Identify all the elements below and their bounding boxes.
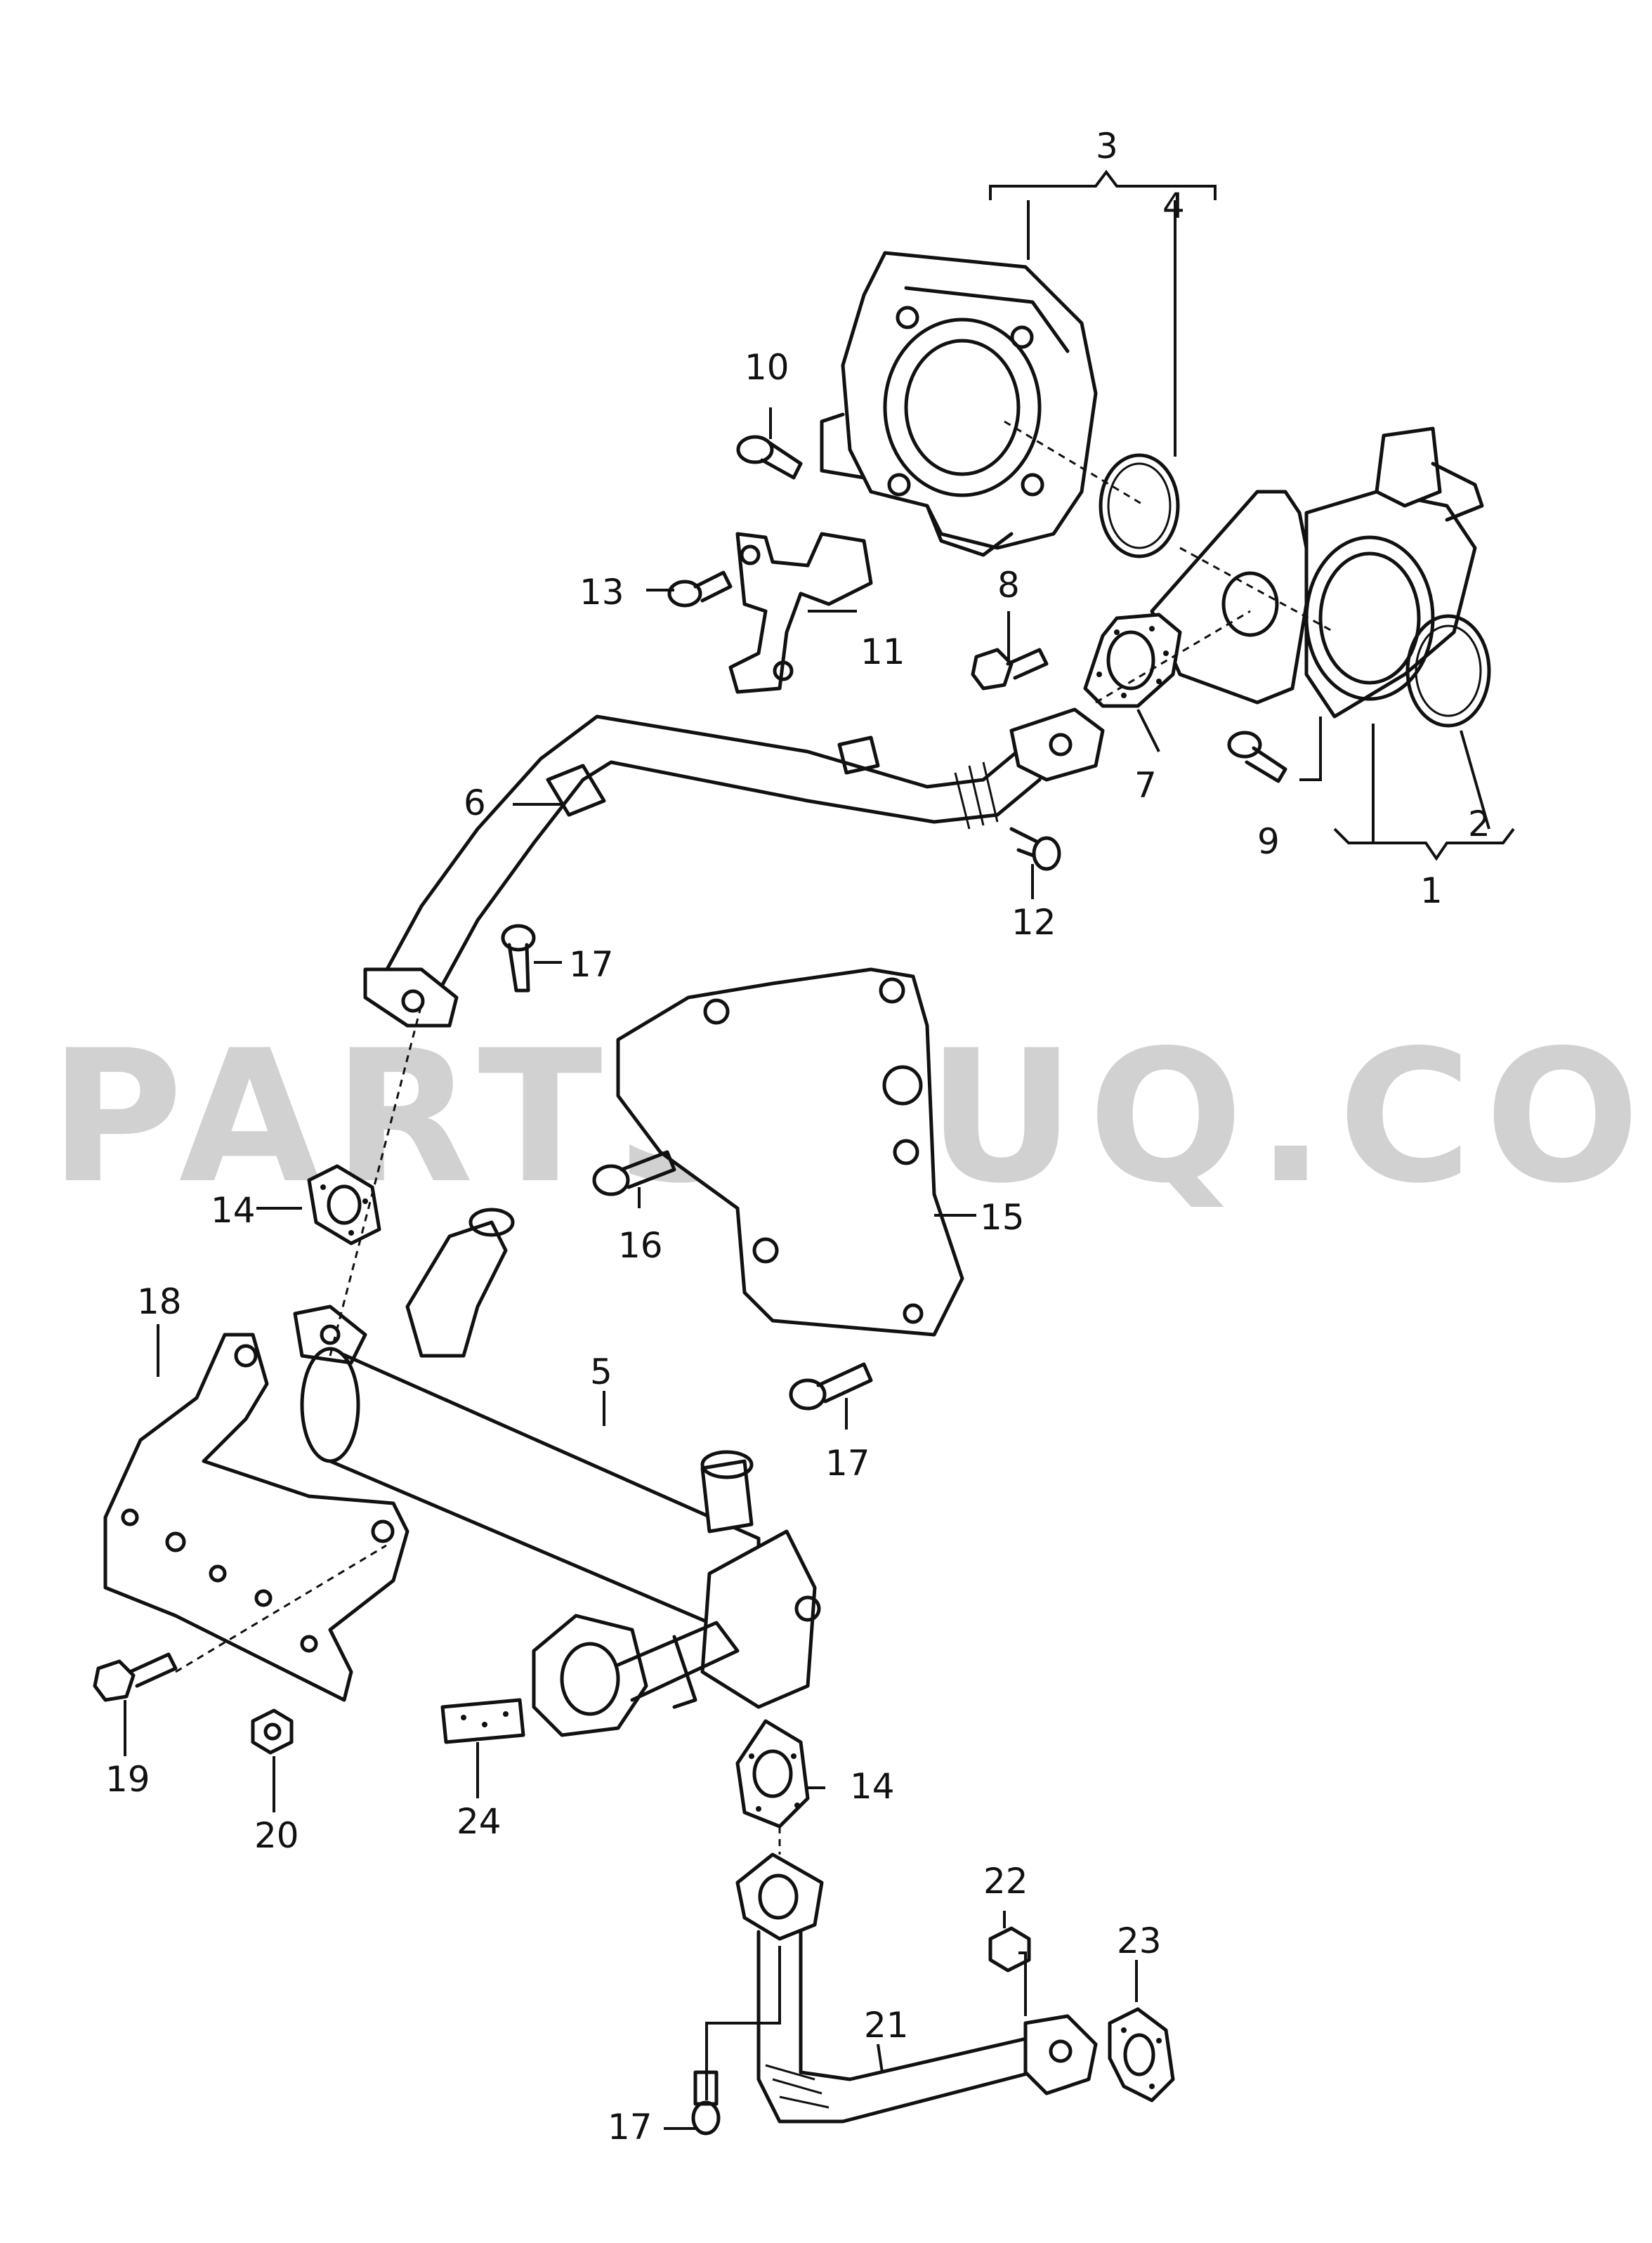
heat-shield-18 [103,1333,409,1702]
bolt-13 [667,570,733,608]
callout-20: 20 [254,1815,299,1856]
callout-14-upper: 14 [211,1190,256,1231]
hose-24 [440,1698,525,1744]
callout-11: 11 [860,632,905,672]
callout-3: 3 [1096,126,1118,166]
gasket-14-lower [735,1719,810,1829]
bolt-8 [971,648,1049,691]
callout-16: 16 [618,1225,663,1266]
bolt-17-lower [691,2070,721,2136]
o-ring-4 [1099,453,1180,558]
callout-18: 18 [137,1281,182,1322]
egr-cooler [293,1208,821,1737]
bolt-10 [736,435,803,480]
callout-23: 23 [1117,1921,1162,1961]
bracket-15 [616,967,964,1337]
nut-22 [988,1926,1031,1973]
callout-5: 5 [590,1352,612,1392]
callout-17-upper: 17 [569,944,614,985]
callout-17-middle: 17 [825,1443,870,1484]
callout-21: 21 [864,2005,909,2046]
callout-6: 6 [464,783,486,823]
callout-2: 2 [1468,804,1490,844]
bolt-19 [93,1652,178,1702]
throttle-body [820,251,1098,557]
callout-7: 7 [1134,765,1157,806]
callout-12: 12 [1011,902,1056,943]
callout-24: 24 [457,1801,501,1842]
callout-1: 1 [1420,870,1443,911]
bolt-12 [1009,827,1061,871]
bolt-9 [1227,731,1287,783]
gasket-23 [1108,2007,1175,2103]
pipe-6 [363,707,1105,1028]
callout-15: 15 [980,1197,1025,1238]
callout-13: 13 [579,572,624,613]
o-ring-2 [1405,614,1491,728]
gasket-14-upper [307,1164,381,1245]
callout-14-lower: 14 [850,1766,895,1807]
group-bracket-1 [1333,828,1515,861]
bracket-11 [728,532,873,694]
bolt-17-upper [501,924,536,993]
callout-10: 10 [745,347,789,388]
callout-17-lower: 17 [608,2107,653,2147]
bolt-17-middle [789,1362,873,1411]
nut-20 [251,1708,294,1755]
callout-19: 19 [105,1759,150,1800]
group-bracket-3 [989,169,1217,200]
callout-9: 9 [1257,821,1280,862]
bolt-16 [592,1150,676,1196]
callout-8: 8 [997,565,1020,606]
callout-4: 4 [1162,185,1185,226]
callout-22: 22 [983,1861,1028,1902]
pipe-21 [735,1852,1098,2124]
egr-valve [1150,426,1484,719]
gasket-7 [1083,613,1182,708]
